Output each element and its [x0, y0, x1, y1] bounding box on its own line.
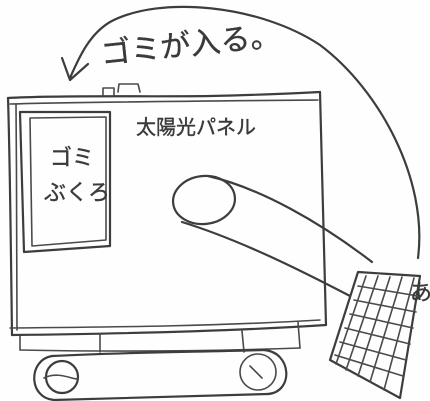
solar-panel-label: 太陽光パネル	[136, 115, 256, 139]
trash-bag-label-line2: ぶくろ	[44, 181, 110, 206]
robot-arm	[171, 174, 374, 298]
robot-body	[6, 83, 328, 353]
crawler-track	[33, 348, 288, 401]
trash-enters-label: ゴミが入る。	[99, 18, 282, 72]
curved-arrow-icon	[60, 5, 421, 260]
net-icon	[328, 270, 422, 400]
edge-fragment-label: あ	[410, 281, 430, 306]
trash-bag-compartment	[18, 110, 112, 254]
trash-bag-label-line1: ゴミ	[50, 146, 94, 171]
